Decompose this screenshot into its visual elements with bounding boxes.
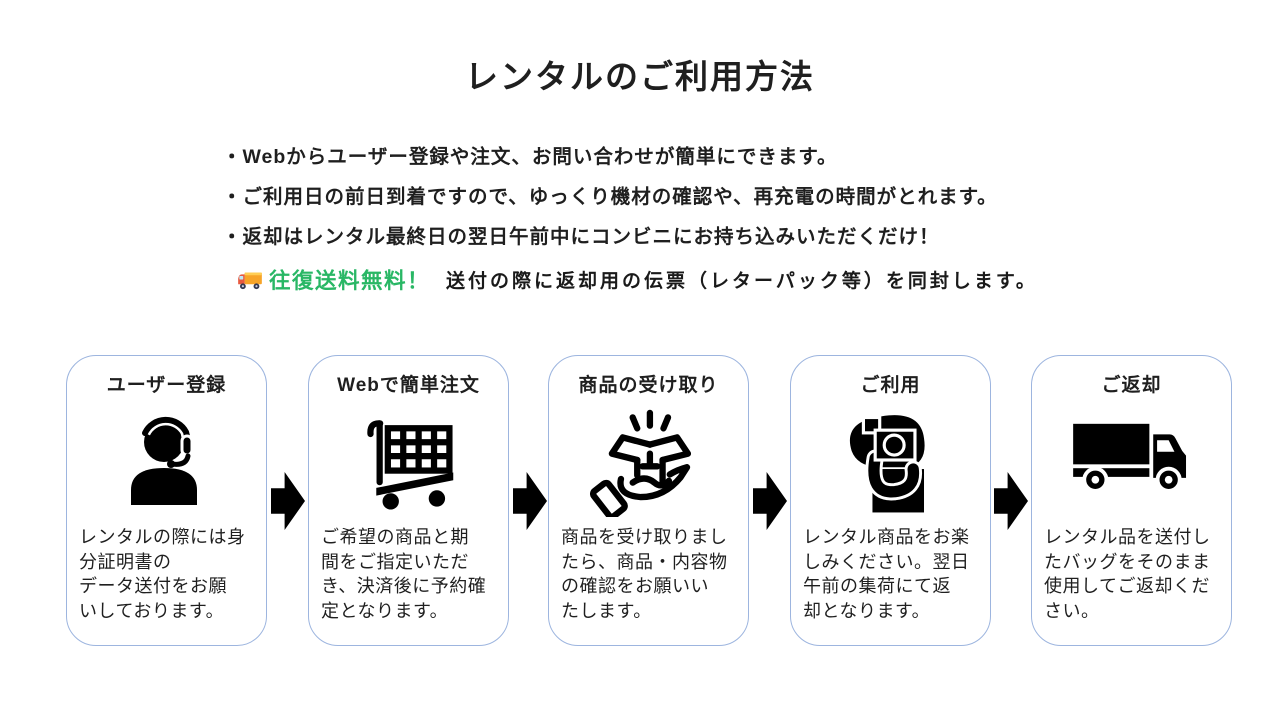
arrow-icon	[513, 472, 547, 530]
step-title: Webで簡単注文	[337, 375, 480, 396]
step-title: ご返却	[1101, 375, 1162, 396]
intro-bullets: ・Webからユーザー登録や注文、お問い合わせが簡単にできます。 ・ご利用日の前日…	[222, 144, 1038, 295]
arrow-icon	[994, 472, 1028, 530]
step-desc: レンタル品を送付し たバッグをそのまま 使用してご返却くだ さい。	[1044, 527, 1211, 621]
step-desc: レンタルの際には身 分証明書の データ送付をお願 いしております。	[79, 527, 246, 621]
shopping-cart-icon	[309, 401, 508, 519]
bullet-item: ・Webからユーザー登録や注文、お問い合わせが簡単にできます。	[222, 146, 838, 168]
delivery-truck-icon	[1032, 401, 1231, 519]
page-title: レンタルのご利用方法	[465, 58, 815, 95]
arrow-icon	[271, 472, 305, 530]
step-card-web-order: Webで簡単注文 ご希望の商品と期 間をご指定いただ き、決済後に予約確 定とな…	[308, 355, 509, 646]
step-title: ユーザー登録	[106, 375, 227, 396]
camera-user-icon	[791, 401, 990, 519]
step-card-usage: ご利用 レンタル商品をお楽 しみください。翌日 午前の集荷にて返 却となります。	[790, 355, 991, 646]
step-card-return: ご返却 レンタル品を送付し たバッグをそのまま 使用してご返却くだ さい。	[1031, 355, 1232, 646]
receive-package-icon	[549, 401, 748, 519]
bullet-item: ・返却はレンタル最終日の翌日午前中にコンビニにお持ち込みいただくだけ！	[222, 226, 940, 248]
promo-text: 送付の際に返却用の伝票（レターパック等）を同封します。	[446, 271, 1038, 292]
step-title: 商品の受け取り	[578, 375, 719, 396]
step-desc: ご希望の商品と期 間をご指定いただ き、決済後に予約確 定となります。	[321, 527, 487, 621]
step-card-receive: 商品の受け取り 商品を受け取りまし たら、商品・内容物 の確認をお願いい たしま…	[548, 355, 749, 646]
step-card-user-registration: ユーザー登録 レンタルの際には身 分証明書の データ送付をお願 いしております。	[66, 355, 267, 646]
step-title: ご利用	[860, 375, 921, 396]
bullet-item: ・ご利用日の前日到着ですので、ゆっくり機材の確認や、再充電の時間がとれます。	[222, 186, 998, 208]
free-shipping-highlight: 往復送料無料！	[269, 269, 431, 293]
step-desc: 商品を受け取りまし たら、商品・内容物 の確認をお願いい たします。	[561, 527, 728, 621]
delivery-truck-emoji-icon	[238, 271, 262, 289]
support-agent-icon	[67, 401, 266, 519]
step-desc: レンタル商品をお楽 しみください。翌日 午前の集荷にて返 却となります。	[803, 527, 970, 621]
free-shipping-note: 往復送料無料！ 送付の際に返却用の伝票（レターパック等）を同封します。	[236, 264, 1038, 295]
arrow-icon	[753, 472, 787, 530]
